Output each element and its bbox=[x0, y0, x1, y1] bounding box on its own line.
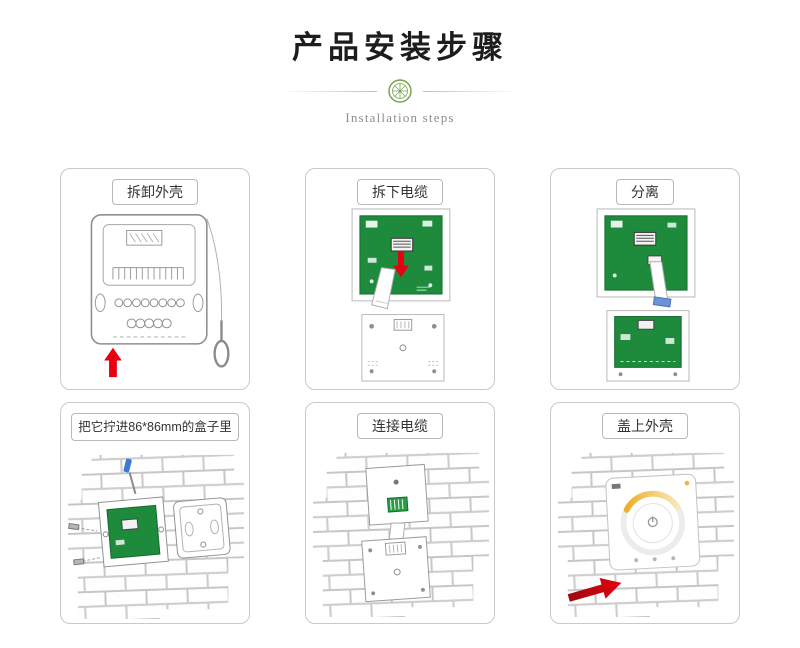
divider-ornament bbox=[0, 78, 800, 104]
step-3-title: 分离 bbox=[616, 179, 674, 205]
divider-line-right bbox=[423, 90, 519, 92]
step-6-title: 盖上外壳 bbox=[602, 413, 688, 439]
step-1-title: 拆卸外壳 bbox=[112, 179, 198, 205]
mounting-frame bbox=[97, 496, 169, 568]
power-unit bbox=[361, 314, 445, 382]
panel-unit bbox=[606, 310, 690, 382]
top-unit bbox=[365, 463, 429, 526]
step-2-title: 拆下电缆 bbox=[357, 179, 443, 205]
step-3-illustration bbox=[596, 208, 696, 382]
step-panel-6: 盖上外壳 bbox=[550, 402, 740, 624]
red-arrow-up-icon bbox=[104, 347, 122, 378]
page-subtitle: Installation steps bbox=[345, 110, 455, 125]
page-title: 产品安装步骤 bbox=[292, 30, 508, 65]
step-panel-5: 连接电缆 bbox=[305, 402, 495, 624]
pcb-unit bbox=[596, 208, 696, 298]
step-1-illustration bbox=[90, 214, 230, 378]
step-4-title: 把它拧进86*86mm的盒子里 bbox=[71, 413, 239, 441]
panel-bottom-icons bbox=[634, 556, 676, 563]
screwdriver bbox=[123, 458, 137, 495]
bottom-unit bbox=[361, 536, 431, 603]
ribbon-cable bbox=[371, 267, 396, 310]
step-panel-4: 把它拧进86*86mm的盒子里 bbox=[60, 402, 250, 624]
wall-box bbox=[173, 497, 231, 559]
red-arrow-down-icon bbox=[393, 251, 409, 278]
red-arrow-icon bbox=[567, 577, 622, 602]
step-4-illustration bbox=[67, 454, 244, 619]
medallion-icon bbox=[388, 79, 412, 103]
step-5-title: 连接电缆 bbox=[357, 413, 443, 439]
step-6-illustration bbox=[557, 452, 734, 617]
step-panel-2: 拆下电缆 bbox=[305, 168, 495, 390]
step-panel-3: 分离 bbox=[550, 168, 740, 390]
header: 产品安装步骤 Installation steps bbox=[0, 0, 800, 126]
pry-tool bbox=[206, 218, 230, 368]
dimmer-panel bbox=[605, 473, 701, 571]
step-panel-1: 拆卸外壳 bbox=[60, 168, 250, 390]
step-5-illustration bbox=[312, 452, 489, 617]
thermostat-back bbox=[90, 214, 208, 345]
touch-power-icon bbox=[647, 516, 658, 528]
screws bbox=[68, 522, 102, 566]
step-2-illustration bbox=[351, 208, 451, 382]
ribbon-cable bbox=[649, 261, 672, 308]
divider-line-left bbox=[281, 90, 377, 92]
steps-grid: 拆卸外壳 bbox=[0, 168, 800, 624]
